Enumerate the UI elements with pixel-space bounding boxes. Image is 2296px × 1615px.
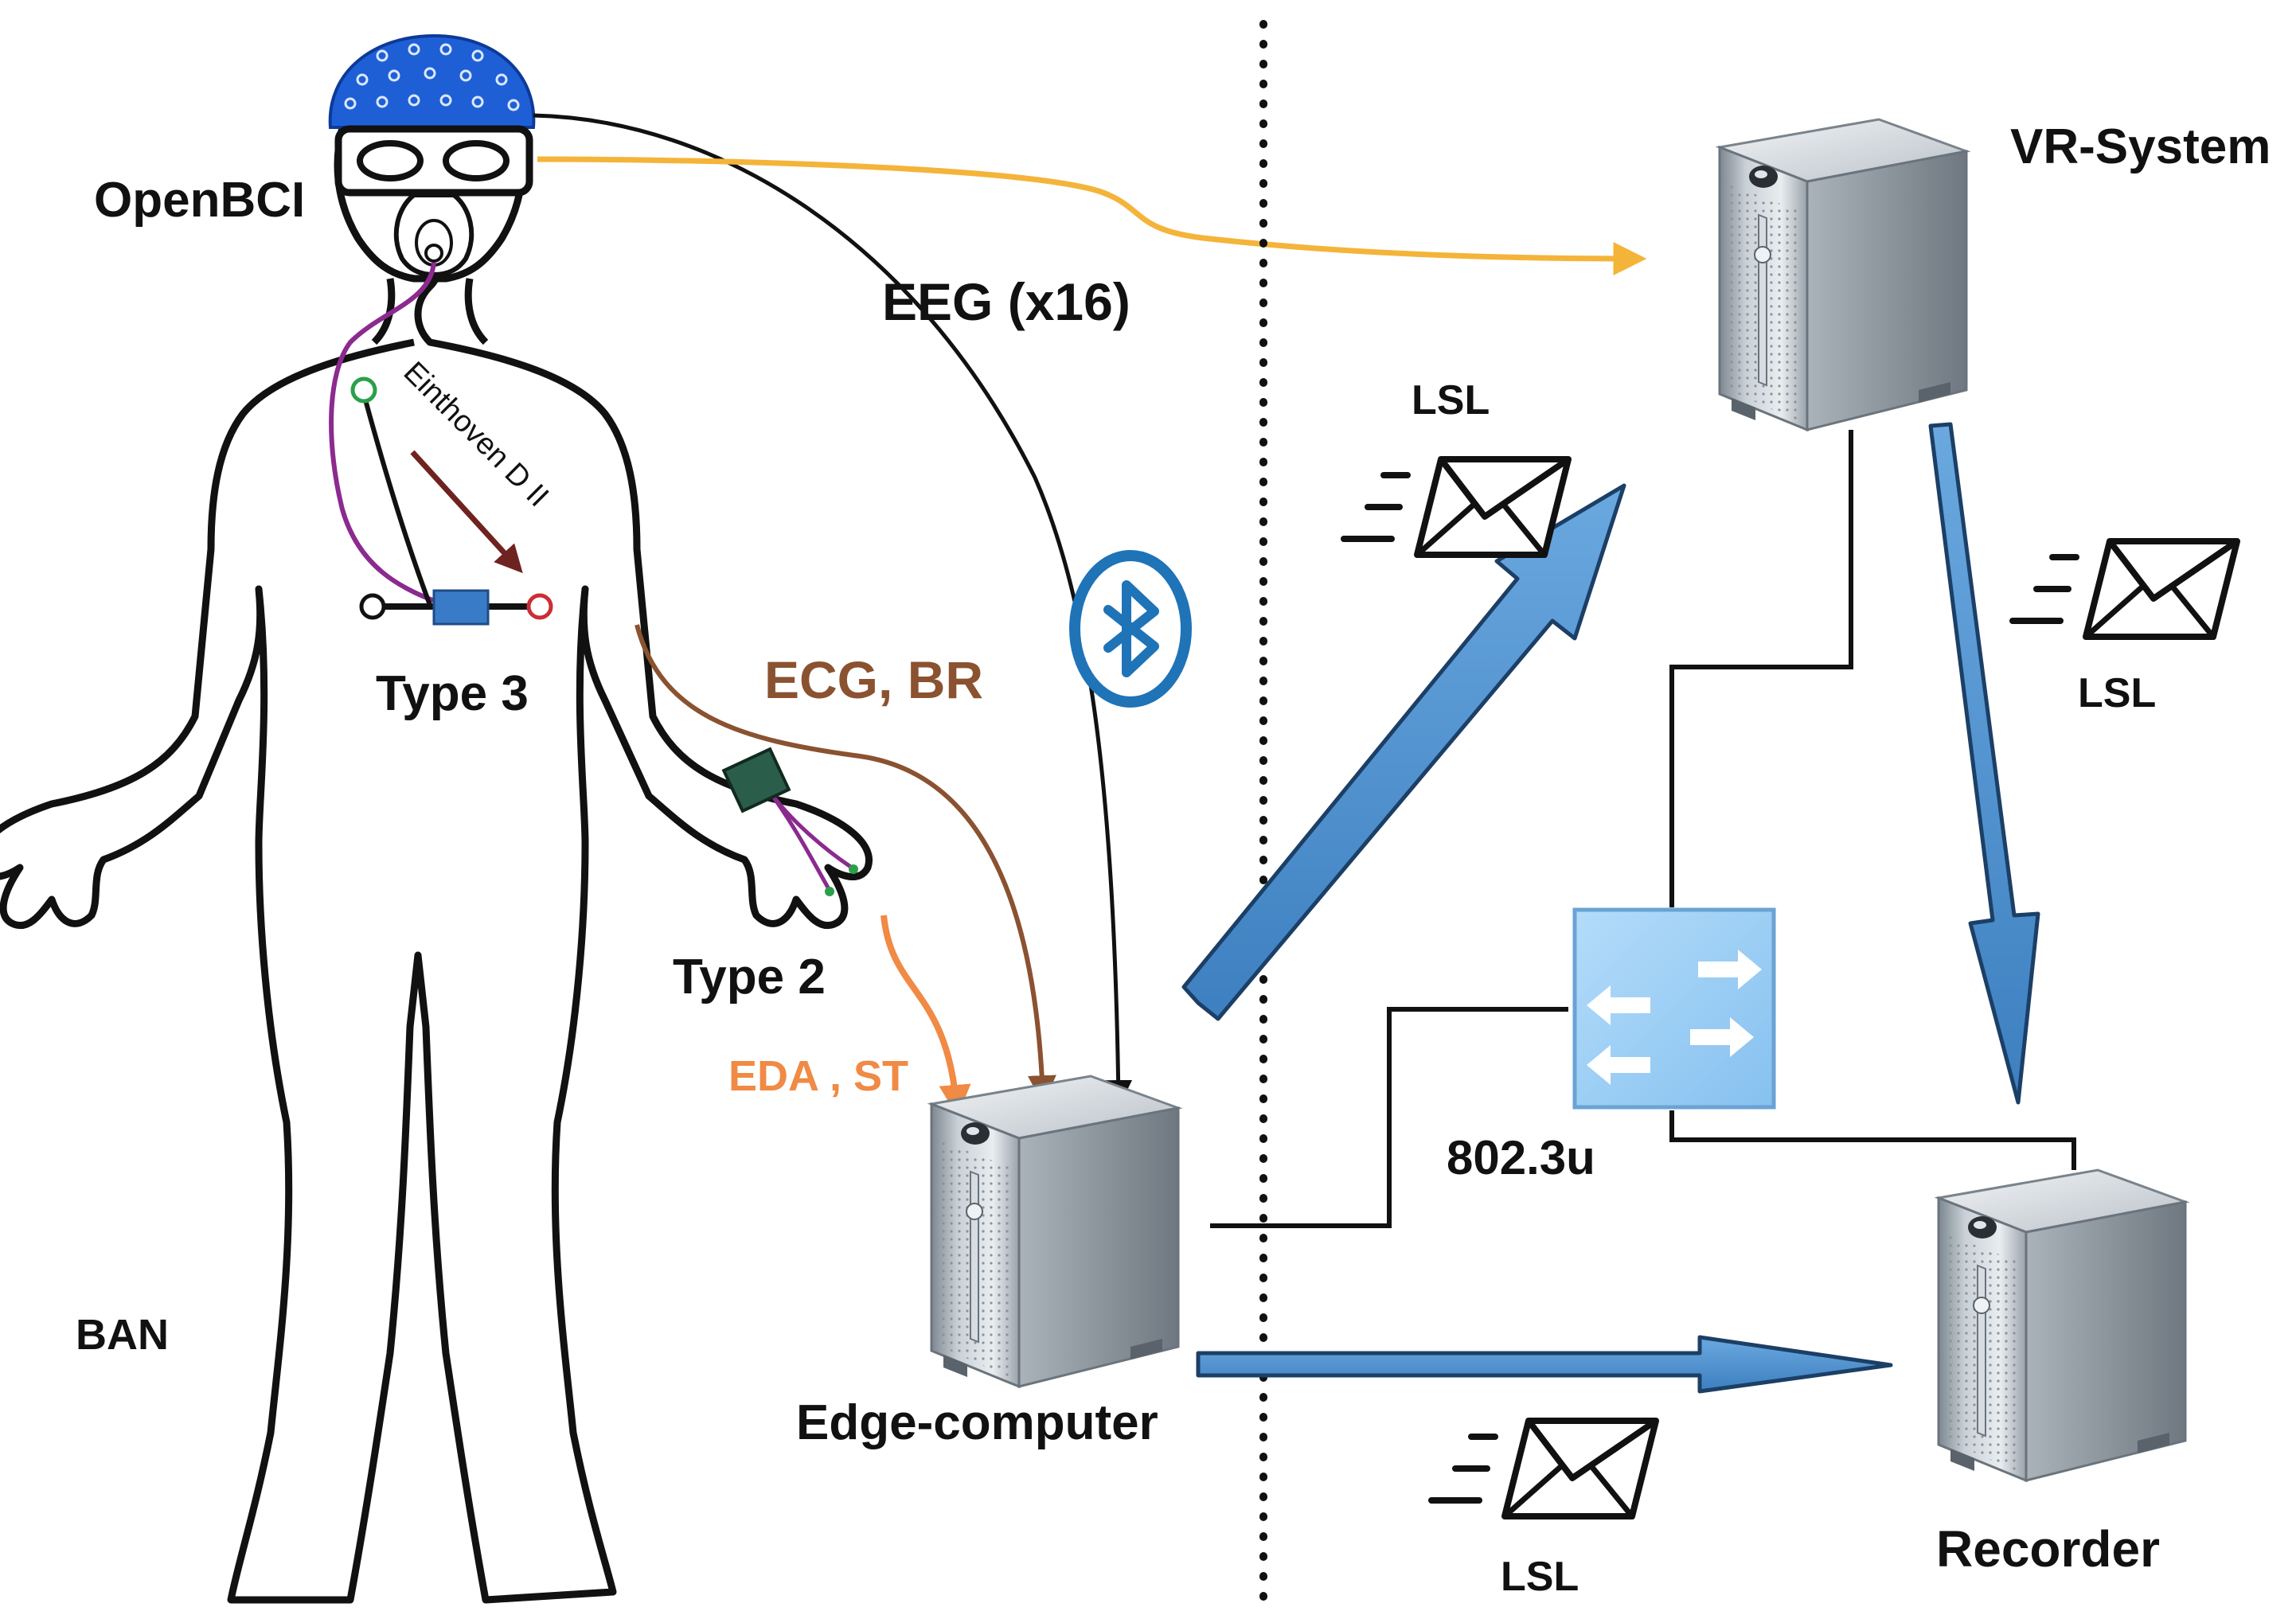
vr-system-server-icon	[1718, 118, 1968, 431]
neck-right	[464, 278, 489, 345]
edge-computer-server-icon	[930, 1075, 1180, 1388]
lsl-arrow-vr-to-recorder	[1928, 422, 2040, 1105]
vr-goggles-icon	[334, 125, 533, 197]
bluetooth-icon	[1069, 550, 1192, 708]
openbci-label: OpenBCI	[94, 173, 305, 228]
einthoven-label: Einthoven D II	[397, 356, 555, 513]
ethernet-cable-edge	[1210, 1007, 1568, 1228]
electrode-finger-2	[849, 864, 858, 874]
breathing-mask-icon	[393, 193, 474, 278]
lsl-arrow-edge-to-recorder	[1196, 1335, 1893, 1394]
chest-lead-wire	[361, 393, 432, 607]
vr-system-label: VR-System	[2010, 119, 2271, 174]
eda-st-label: EDA , ST	[728, 1052, 908, 1100]
einthoven-arrow	[410, 450, 523, 574]
recorder-server-icon	[1937, 1168, 2187, 1482]
envelope-icon	[1431, 1421, 1656, 1516]
electrode-black	[359, 593, 386, 620]
envelope-icon	[1344, 459, 1568, 555]
edge-computer-label: Edge-computer	[796, 1395, 1158, 1450]
lsl-arrow-to-vr	[1181, 483, 1626, 1021]
type2-label: Type 2	[673, 950, 826, 1004]
eeg-electrodes	[344, 43, 520, 111]
lsl-label-bottom: LSL	[1501, 1554, 1579, 1600]
ethernet-cable-vr	[1669, 430, 1853, 907]
switch-standard-label: 802.3u	[1447, 1131, 1595, 1184]
eeg-cap-icon	[328, 33, 536, 129]
type2-sensor-icon	[721, 747, 791, 813]
electrode-green	[350, 376, 377, 404]
lsl-label-right: LSL	[2078, 670, 2156, 716]
network-switch-icon	[1572, 907, 1776, 1110]
ban-label: BAN	[76, 1311, 169, 1359]
type3-label: Type 3	[376, 666, 529, 721]
type3-sensor-icon	[432, 589, 490, 626]
envelope-icon	[2013, 541, 2237, 637]
lead-wire-chest	[329, 262, 447, 607]
electrode-finger-1	[825, 887, 834, 896]
ethernet-cable-recorder	[1669, 1110, 2076, 1170]
lsl-label-top: LSL	[1412, 377, 1490, 423]
eeg-label: EEG (x16)	[882, 272, 1130, 331]
vr-link-line	[537, 156, 1647, 275]
electrode-red	[526, 593, 553, 620]
ecg-br-label: ECG, BR	[764, 650, 983, 709]
eda-st-link-line	[881, 915, 971, 1117]
human-body-outline	[0, 116, 873, 1604]
ecg-br-link-line	[635, 624, 1056, 1105]
neck-left	[371, 278, 396, 345]
eeg-link-line	[533, 113, 1133, 1108]
recorder-label: Recorder	[1936, 1520, 2160, 1578]
